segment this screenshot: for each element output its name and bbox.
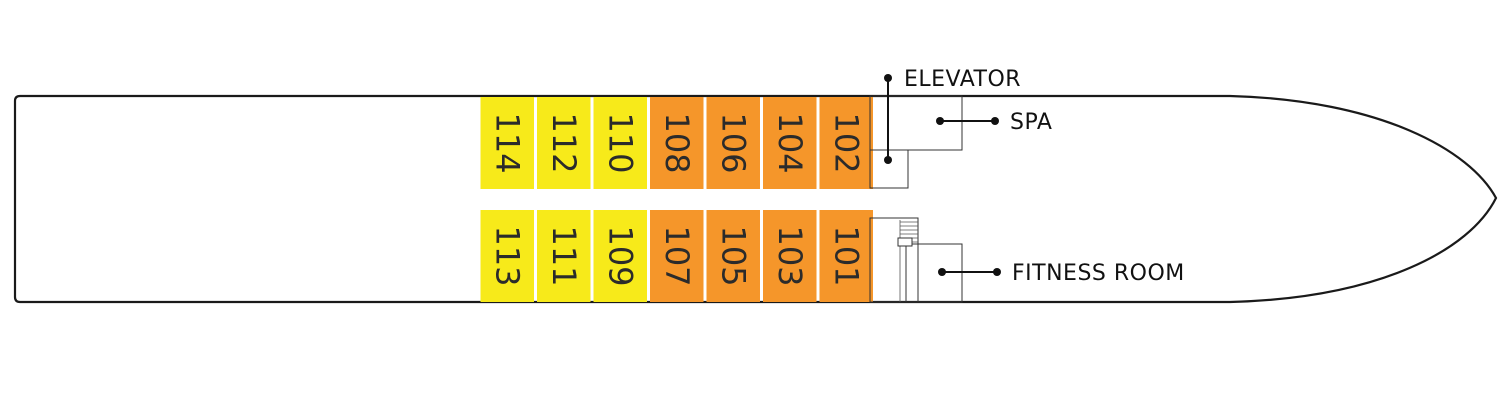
- cabin-block: [819, 97, 873, 189]
- cabin-number: 101: [827, 225, 865, 286]
- cabin-number: 113: [488, 225, 526, 286]
- cabin-103[interactable]: 103: [763, 210, 817, 302]
- cabin-105[interactable]: 105: [706, 210, 761, 302]
- cabin-111[interactable]: 111: [537, 210, 591, 302]
- spa-callout: SPA: [936, 110, 1052, 135]
- cabin-row-starboard: 113 111 109 107 105 103 101: [480, 210, 874, 302]
- cabin-107[interactable]: 107: [650, 210, 704, 302]
- ship-hull: [13, 94, 1498, 304]
- cabin-106[interactable]: 106: [706, 97, 761, 189]
- cabin-number: 104: [771, 112, 809, 173]
- cabin-block: [706, 210, 760, 302]
- elevator-label: ELEVATOR: [904, 67, 1021, 92]
- cabin-110[interactable]: 110: [593, 97, 648, 189]
- cabin-block: [706, 97, 760, 189]
- cabin-number: 105: [714, 225, 752, 286]
- cabin-108[interactable]: 108: [650, 97, 704, 189]
- cabin-112[interactable]: 112: [537, 97, 591, 189]
- cabin-block: [537, 97, 591, 189]
- cabin-number: 110: [601, 112, 639, 173]
- cabin-number: 114: [488, 112, 526, 173]
- fitness-room-label: FITNESS ROOM: [1012, 261, 1185, 286]
- spa-label: SPA: [1010, 110, 1052, 135]
- cabin-number: 112: [545, 112, 583, 173]
- cabin-number: 102: [827, 112, 865, 173]
- cabin-block: [763, 97, 817, 189]
- cabin-number: 109: [601, 225, 639, 286]
- fitness-room-callout: FITNESS ROOM: [938, 261, 1185, 286]
- cabin-block: [650, 210, 704, 302]
- cabin-number: 111: [545, 225, 583, 286]
- elevator-callout-dot-bottom: [884, 156, 892, 164]
- cabin-number: 107: [658, 225, 696, 286]
- aft-utility-area: [869, 217, 963, 303]
- cabin-block: [819, 210, 873, 302]
- stair-landing: [897, 237, 913, 247]
- cabin-block: [593, 210, 647, 302]
- fitness-callout-dot-left: [938, 268, 946, 276]
- cabin-114[interactable]: 114: [480, 97, 535, 189]
- fitness-callout-dot-right: [993, 268, 1001, 276]
- cabin-113[interactable]: 113: [480, 210, 535, 302]
- cabin-109[interactable]: 109: [593, 210, 648, 302]
- cabin-104[interactable]: 104: [763, 97, 817, 189]
- forward-utility-area: [869, 95, 963, 189]
- cabin-row-port: 114 112 110 108 106 104 102: [480, 97, 874, 189]
- cabin-101[interactable]: 101: [819, 210, 874, 302]
- cabin-block: [593, 97, 647, 189]
- cabin-block: [763, 210, 817, 302]
- cabin-block: [537, 210, 591, 302]
- spa-callout-dot-left: [936, 117, 944, 125]
- cabin-number: 108: [658, 112, 696, 173]
- stairwell[interactable]: [869, 217, 919, 303]
- spa-callout-dot-right: [991, 117, 999, 125]
- cabin-block: [480, 97, 534, 189]
- cabin-block: [650, 97, 704, 189]
- cabin-number: 106: [714, 112, 752, 173]
- cabin-block: [480, 210, 534, 302]
- elevator-callout: ELEVATOR: [884, 67, 1021, 164]
- cabin-102[interactable]: 102: [819, 97, 874, 189]
- elevator-callout-dot-top: [884, 74, 892, 82]
- cabin-number: 103: [771, 225, 809, 286]
